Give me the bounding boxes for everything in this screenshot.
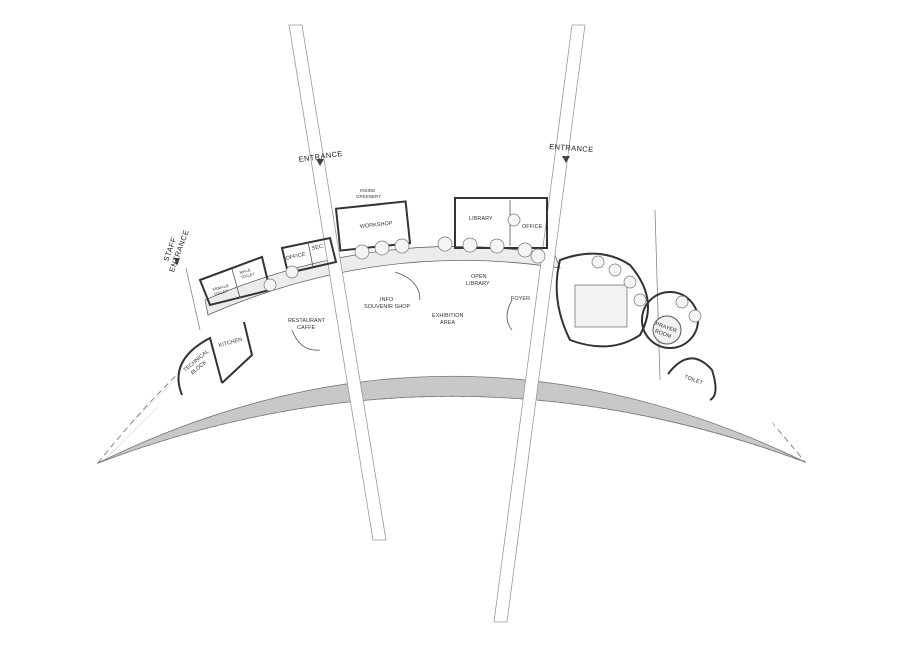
- auditorium-wall: [555, 252, 649, 348]
- svg-text:SOUVENIR SHOP: SOUVENIR SHOP: [364, 304, 411, 310]
- info-curve: [394, 271, 421, 301]
- entrance-path-left: [288, 24, 387, 541]
- entrance-arrow-right-icon: [562, 156, 570, 163]
- office-right-label: OFFICE: [522, 224, 543, 230]
- workshop-label: WORKSHOP: [360, 221, 394, 230]
- svg-text:LIBRARY: LIBRARY: [466, 281, 490, 287]
- staff-path-line: [185, 267, 201, 331]
- technical-block-wall: [177, 336, 223, 396]
- sec-label: SEC.: [311, 243, 325, 252]
- library-label: LIBRARY: [469, 216, 493, 222]
- svg-text:MALE: MALE: [239, 267, 251, 275]
- svg-text:TOILET: TOILET: [240, 271, 256, 280]
- foyer-curve: [506, 299, 513, 331]
- svg-text:CAFFE: CAFFE: [297, 325, 315, 331]
- svg-text:RESTAURANT: RESTAURANT: [288, 318, 326, 324]
- staff-entrance-label: STAFF ENTRANCE: [161, 228, 190, 273]
- office-left-label: OFFICE: [285, 251, 306, 261]
- male-toilet-label: MALE TOILET: [239, 267, 256, 280]
- exhibition-label: EXHIBITION AREA: [432, 313, 464, 326]
- svg-text:INSIDE: INSIDE: [360, 188, 375, 193]
- info-label: INFO SOUVENIR SHOP: [364, 297, 411, 310]
- office-block-wall: [280, 236, 338, 275]
- greenery-trees: [263, 213, 702, 323]
- entrance-label-right: ENTRANCE: [549, 142, 594, 154]
- svg-text:OPEN: OPEN: [471, 274, 487, 280]
- svg-text:INFO: INFO: [380, 297, 393, 303]
- auditorium-seating: [574, 284, 628, 328]
- office-partition: [307, 241, 314, 268]
- inside-greenery-label: INSIDE GREENERY: [356, 188, 381, 199]
- svg-text:AREA: AREA: [440, 320, 455, 326]
- svg-text:GREENERY: GREENERY: [356, 194, 381, 199]
- svg-text:FEMALE: FEMALE: [212, 283, 230, 292]
- foyer-label: FOYER: [511, 296, 530, 302]
- kitchen-wall: [221, 321, 254, 384]
- prayer-room-core: [652, 315, 682, 345]
- open-library-label: OPEN LIBRARY: [466, 274, 490, 287]
- entrance-arrow-left-icon: [316, 159, 324, 166]
- entrance-path-right: [493, 24, 586, 623]
- female-toilet-label: FEMALE TOILET: [212, 283, 230, 297]
- restaurant-label: RESTAURANT CAFFE: [288, 318, 326, 331]
- svg-text:ROOM: ROOM: [654, 329, 673, 341]
- grey-ground-strip: [97, 375, 806, 464]
- staff-entrance-arrow-icon: [174, 258, 180, 266]
- svg-text:EXHIBITION: EXHIBITION: [432, 313, 464, 319]
- toilet-partition: [231, 268, 241, 299]
- restaurant-curve: [291, 329, 321, 351]
- toilet-pod-wall: [667, 357, 717, 401]
- svg-text:TOILET: TOILET: [213, 288, 229, 297]
